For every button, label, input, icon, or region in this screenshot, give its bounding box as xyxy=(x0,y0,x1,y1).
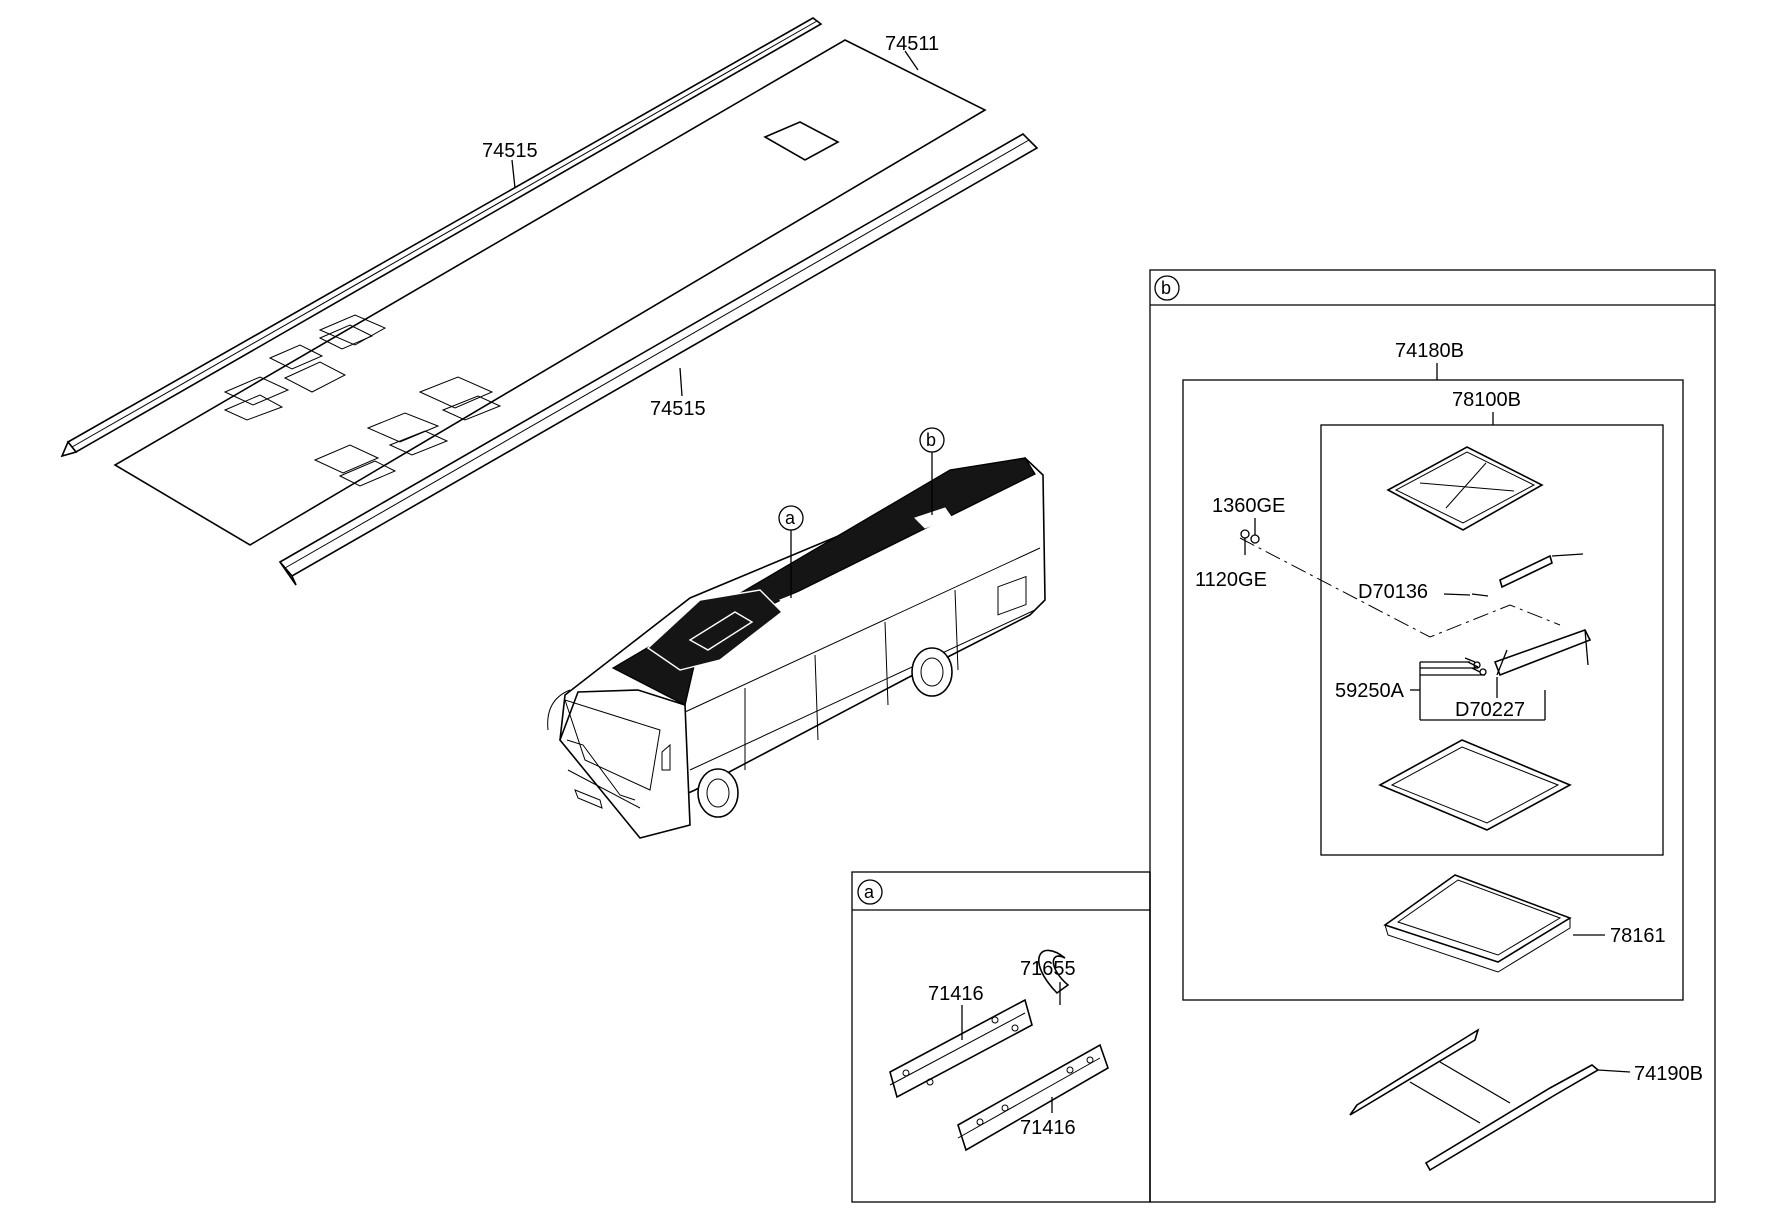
label-pin-d70227: D70227 xyxy=(1455,699,1525,721)
label-hatch-sub-assembly: 78100B xyxy=(1452,389,1521,411)
label-roof-rail-left: 74515 xyxy=(482,140,538,162)
label-hose-71655: 71655 xyxy=(1020,958,1076,980)
label-fastener-59250: 59250A xyxy=(1335,680,1405,702)
label-pin-d70136: D70136 xyxy=(1358,581,1428,603)
roof-rail-left-drawing xyxy=(60,17,823,458)
detail-box-b: b 74180B 78100B 1360GE 1120GE D701 xyxy=(1149,269,1716,1203)
label-screw-1360: 1360GE xyxy=(1212,495,1285,517)
roof-rail-right-drawing xyxy=(278,133,1039,586)
detail-box-a: a 71416 71655 71416 xyxy=(851,871,1151,1203)
label-hatch-assembly: 74180B xyxy=(1395,340,1464,362)
callout-a-box: a xyxy=(864,882,875,902)
label-roof-panel: 74511 xyxy=(885,33,939,55)
bus-drawing xyxy=(547,457,1046,839)
label-bracket-71416-lower: 71416 xyxy=(1020,1117,1076,1139)
callout-b-bus: b xyxy=(926,430,936,450)
roof-panel-drawing xyxy=(113,39,987,546)
label-bracket-74190: 74190B xyxy=(1634,1063,1703,1085)
label-bracket-71416-upper: 71416 xyxy=(928,983,984,1005)
callout-a-bus: a xyxy=(785,508,796,528)
callout-b-box: b xyxy=(1161,278,1171,298)
label-frame-78161: 78161 xyxy=(1610,925,1666,947)
label-roof-rail-right: 74515 xyxy=(650,398,706,420)
label-washer-1120: 1120GE xyxy=(1195,569,1267,591)
